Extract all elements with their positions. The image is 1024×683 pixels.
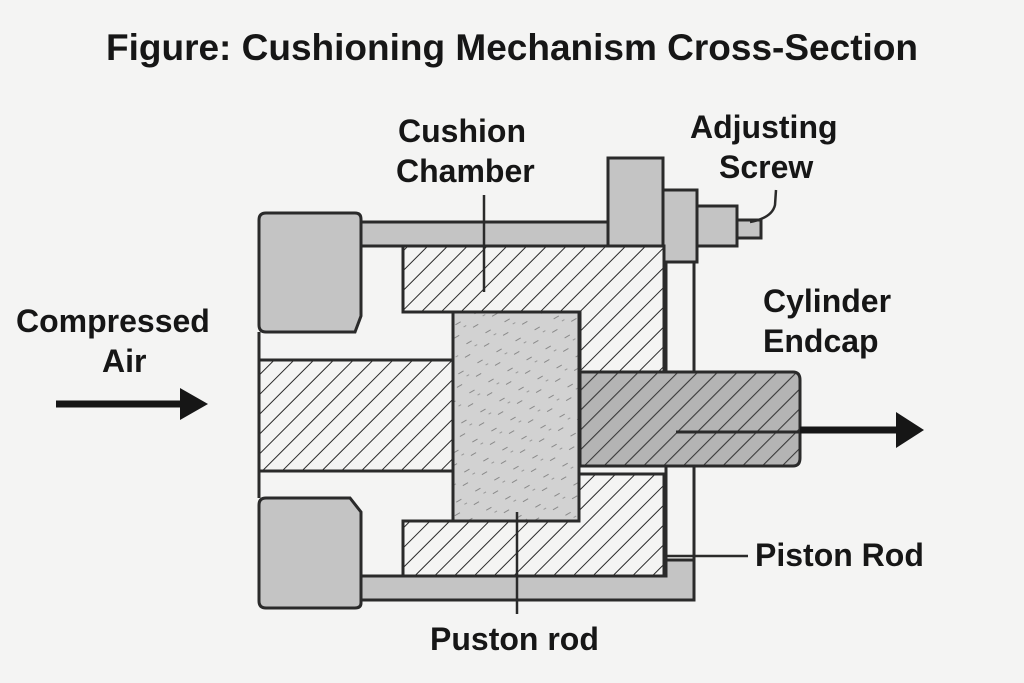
bottom-end-block (257, 496, 363, 610)
figure-title: Figure: Cushioning Mechanism Cross-Secti… (105, 27, 919, 68)
piston-rod-bottom-label: Puston rod (430, 621, 599, 657)
leader-adjusting-screw (749, 189, 778, 224)
compressed-air-label-line2: Air (102, 343, 147, 379)
adjusting-screw-tip (735, 218, 763, 240)
left-rod-section (257, 358, 457, 473)
cylinder-endcap-label-line2: Endcap (763, 323, 879, 359)
piston (451, 310, 581, 523)
adjusting-screw-shank (695, 204, 739, 248)
outlet-arrow (800, 412, 924, 448)
compressed-air-label-line1: Compressed (16, 303, 210, 339)
adjusting-screw-body (661, 188, 699, 264)
adjusting-screw-label-line1: Adjusting (690, 109, 838, 145)
inlet-arrow (56, 388, 208, 420)
piston-rod-right-label: Piston Rod (755, 537, 924, 573)
top-endcap-flange (606, 156, 665, 248)
top-end-block (257, 211, 363, 334)
piston-rod-output (578, 370, 802, 468)
cylinder-endcap-label-line1: Cylinder (763, 283, 892, 319)
cushion-chamber-label-line1: Cushion (398, 113, 526, 149)
cushion-chamber-label-line2: Chamber (396, 153, 535, 189)
adjusting-screw-label-line2: Screw (719, 149, 814, 185)
